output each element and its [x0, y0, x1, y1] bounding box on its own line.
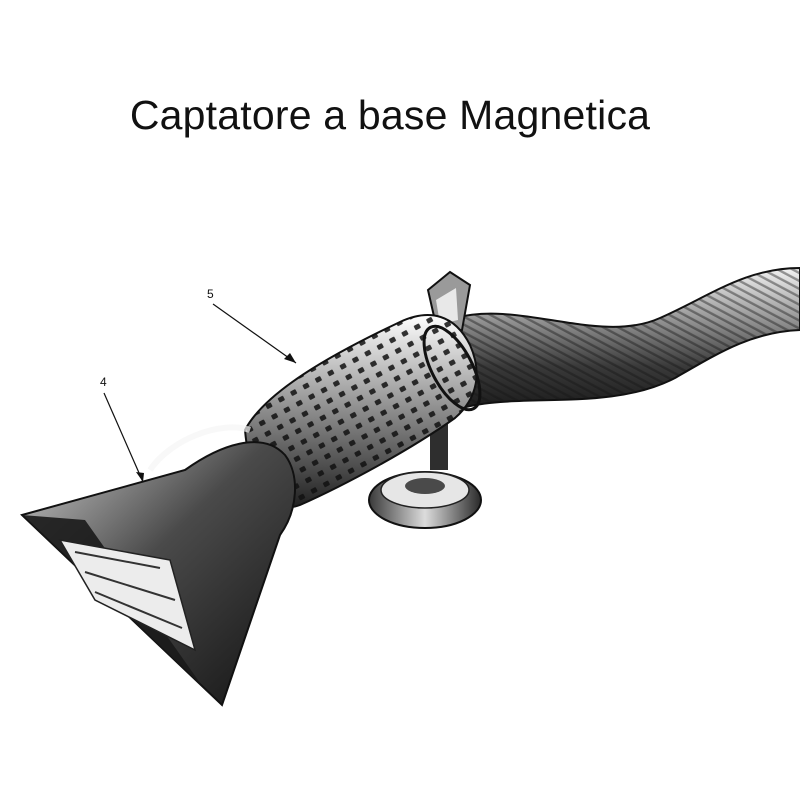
- callout-5: 5: [207, 287, 297, 364]
- callout-5-arrow-line: [212, 303, 297, 364]
- callout-4-label: 4: [100, 375, 107, 389]
- callout-4-arrowhead: [136, 472, 144, 482]
- grip-sleeve: [243, 314, 482, 508]
- callout-4-arrow-line: [103, 392, 144, 483]
- callout-5-label: 5: [207, 287, 214, 301]
- callout-4: 4: [100, 375, 144, 483]
- magnetic-base: [368, 410, 482, 529]
- extraction-hood: [20, 424, 296, 707]
- callout-5-arrowhead: [284, 353, 296, 363]
- page-title: Captatore a base Magnetica: [129, 92, 651, 138]
- flexible-hose: [453, 266, 800, 410]
